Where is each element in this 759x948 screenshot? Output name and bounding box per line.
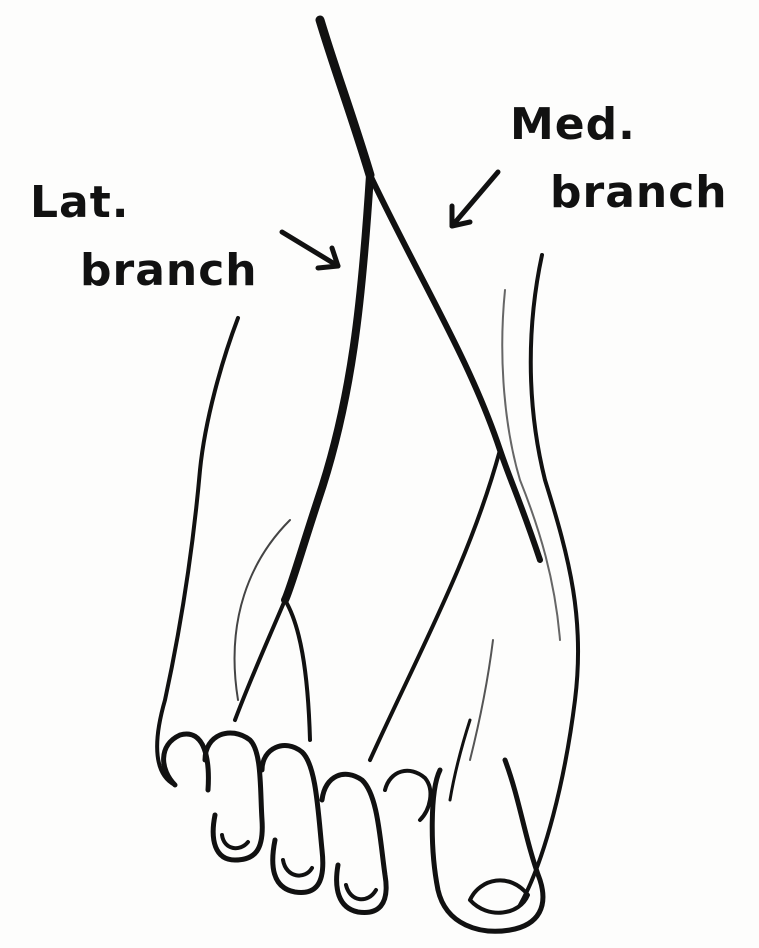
lateral-branch-to-toe-3 [285,600,310,740]
lateral-branch-to-toe-4 [235,600,285,720]
toe-big [432,760,543,931]
toe-little [164,734,209,790]
toe-fourth [205,733,262,860]
toe-second-nail [346,885,376,899]
lateral-label-arrow [282,232,338,266]
medial-branch-label-line2: branch [550,168,728,218]
medial-branch-nerve [370,175,540,560]
lateral-branch-label-line1: Lat. [30,178,129,228]
toe-third-nail [283,860,312,876]
toe-third [262,746,323,893]
toe-big-nail [470,880,528,912]
toe-big-tendon [470,640,493,760]
toe-gap-loop [385,771,430,820]
lateral-branch-label-line2: branch [80,246,258,296]
medial-branch-label-line1: Med. [510,100,636,150]
toe-fourth-nail [222,835,248,848]
foot-outline-medial [520,255,578,905]
toe-big-inner-line [450,720,470,800]
nerve-trunk [320,20,370,175]
medial-label-arrow [452,172,498,226]
foot-outline-lateral [157,318,238,785]
